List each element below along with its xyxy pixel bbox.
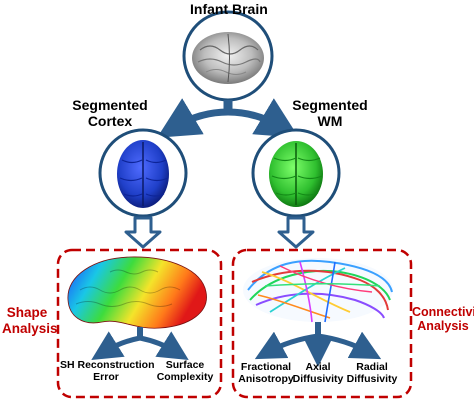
gray-brain-mri-icon (192, 32, 264, 84)
cortex-down-arrow (124, 216, 162, 249)
infant-brain-node (182, 10, 274, 102)
blue-brain-icon (117, 140, 169, 208)
connectivity-analysis-panel (231, 248, 413, 399)
connectivity-analysis-label: Connectivity Analysis (412, 305, 474, 334)
segmented-cortex-label-line2: Cortex (87, 113, 133, 130)
axial-diffusivity-line1: Axial (305, 361, 331, 373)
segmented-wm-label-line1: Segmented (292, 97, 368, 113)
split-arrow (156, 98, 300, 138)
shape-metric-arrows (91, 327, 189, 360)
segmented-wm-node (251, 128, 341, 218)
tractography-fibers (243, 258, 393, 323)
shape-analysis-panel (56, 248, 223, 399)
axial-diffusivity-line2: Diffusivity (292, 373, 344, 386)
shape-analysis-label-line2: Analysis (2, 320, 58, 336)
wm-down-arrow (277, 216, 315, 249)
segmented-cortex-label-line1: Segmented (72, 97, 148, 113)
segmented-wm-label: Segmented WM (285, 97, 375, 129)
sh-reconstruction-error-line1: SH Reconstruction (60, 359, 155, 371)
segmented-cortex-label: Segmented Cortex (70, 97, 150, 129)
surface-complexity-line2: Complexity (156, 371, 214, 384)
connectivity-analysis-label-line1: Connectivity (412, 305, 474, 319)
heatmap-cortex-surface (67, 256, 207, 329)
connectivity-metric-arrows (254, 322, 382, 367)
infant-brain-label: Infant Brain (190, 1, 268, 17)
shape-analysis-label: Shape Analysis (2, 305, 58, 336)
fractional-anisotropy-line2: Anisotropy (238, 373, 294, 386)
sh-reconstruction-error-label: SH Reconstruction Error (60, 359, 155, 384)
axial-diffusivity-label: Axial Diffusivity (290, 361, 346, 385)
segmented-wm-label-line2: WM (317, 113, 343, 130)
fractional-anisotropy-line1: Fractional (240, 361, 292, 373)
green-brain-icon (269, 141, 323, 207)
fractional-anisotropy-label: Fractional Anisotropy (236, 361, 296, 385)
shape-analysis-label-line1: Shape (6, 305, 48, 320)
surface-complexity-line1: Surface (165, 359, 205, 371)
segmented-cortex-node (98, 128, 188, 218)
radial-diffusivity-label: Radial Diffusivity (343, 361, 401, 385)
connectivity-analysis-label-line2: Analysis (417, 319, 469, 334)
radial-diffusivity-line1: Radial (356, 361, 388, 373)
radial-diffusivity-line2: Diffusivity (346, 373, 398, 386)
surface-complexity-label: Surface Complexity (150, 359, 220, 383)
sh-reconstruction-error-line2: Error (93, 371, 119, 384)
